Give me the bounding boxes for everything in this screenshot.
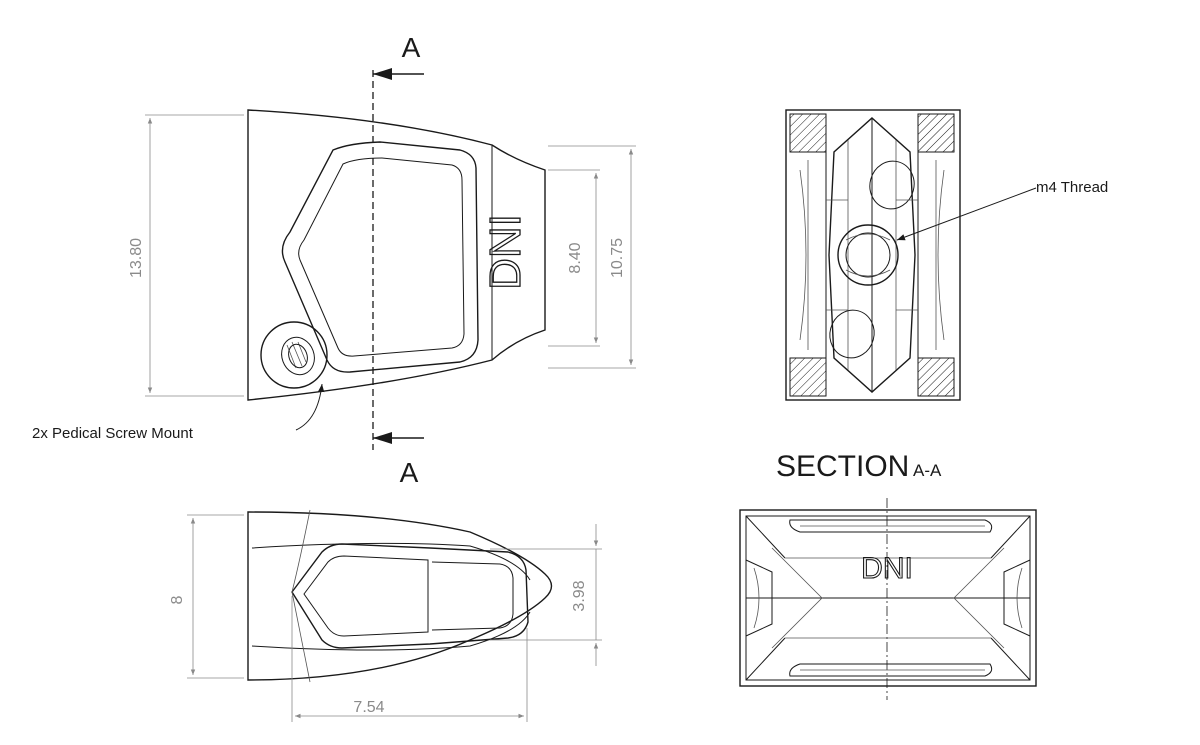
section-title-suffix: A-A (913, 461, 942, 480)
dimension-overall-height: 13.80 (128, 114, 244, 397)
bottom-view-window-outer (291, 543, 529, 649)
dimension-overall-height-label: 13.80 (128, 238, 145, 278)
dimension-bottom-height-label: 8 (169, 595, 186, 604)
section-marker-bottom: A (400, 457, 419, 488)
section-view (785, 109, 961, 401)
section-hatch-tr (917, 113, 955, 153)
dimension-bottom-width-label: 7.54 (353, 699, 384, 716)
bottom-view (247, 509, 553, 683)
dimension-bottom-width: 7.54 (291, 596, 528, 722)
section-hatch-tl (789, 113, 827, 153)
top-view: DNI (739, 498, 1037, 700)
section-title-label: SECTION (776, 450, 909, 483)
dimension-neck-inner-label: 8.40 (567, 242, 584, 273)
dimension-neck-outer: 10.75 (548, 145, 636, 369)
front-view-window-inner (298, 157, 465, 357)
dimension-bottom-tip-label: 3.98 (571, 580, 588, 611)
front-view-window-outer (281, 141, 479, 373)
top-view-brand-mark: DNI (861, 552, 913, 585)
section-hatch-bl (789, 357, 827, 397)
front-view-outline (247, 109, 546, 401)
section-marker-top: A (402, 32, 421, 63)
dimension-neck-outer-label: 10.75 (609, 238, 626, 278)
front-view: DNI (247, 109, 546, 401)
section-hatch-br (917, 357, 955, 397)
section-cut-line: A A (372, 32, 424, 488)
front-view-brand-mark: DNI (481, 214, 530, 290)
bottom-view-outline (247, 511, 553, 681)
dimension-bottom-height: 8 (169, 514, 244, 679)
screw-mount-callout-label: 2x Pedical Screw Mount (32, 425, 194, 442)
m4-thread-hole (837, 224, 899, 286)
thread-callout-label: m4 Thread (1036, 179, 1108, 196)
section-title: SECTION A-A (776, 450, 942, 483)
screw-mount (260, 321, 328, 389)
screw-mount-callout: 2x Pedical Screw Mount (32, 383, 325, 442)
thread-callout: m4 Thread (896, 179, 1108, 241)
bottom-view-window-inner (303, 555, 429, 637)
dimension-bottom-tip: 3.98 (490, 524, 602, 666)
dimension-neck-inner: 8.40 (548, 169, 600, 347)
